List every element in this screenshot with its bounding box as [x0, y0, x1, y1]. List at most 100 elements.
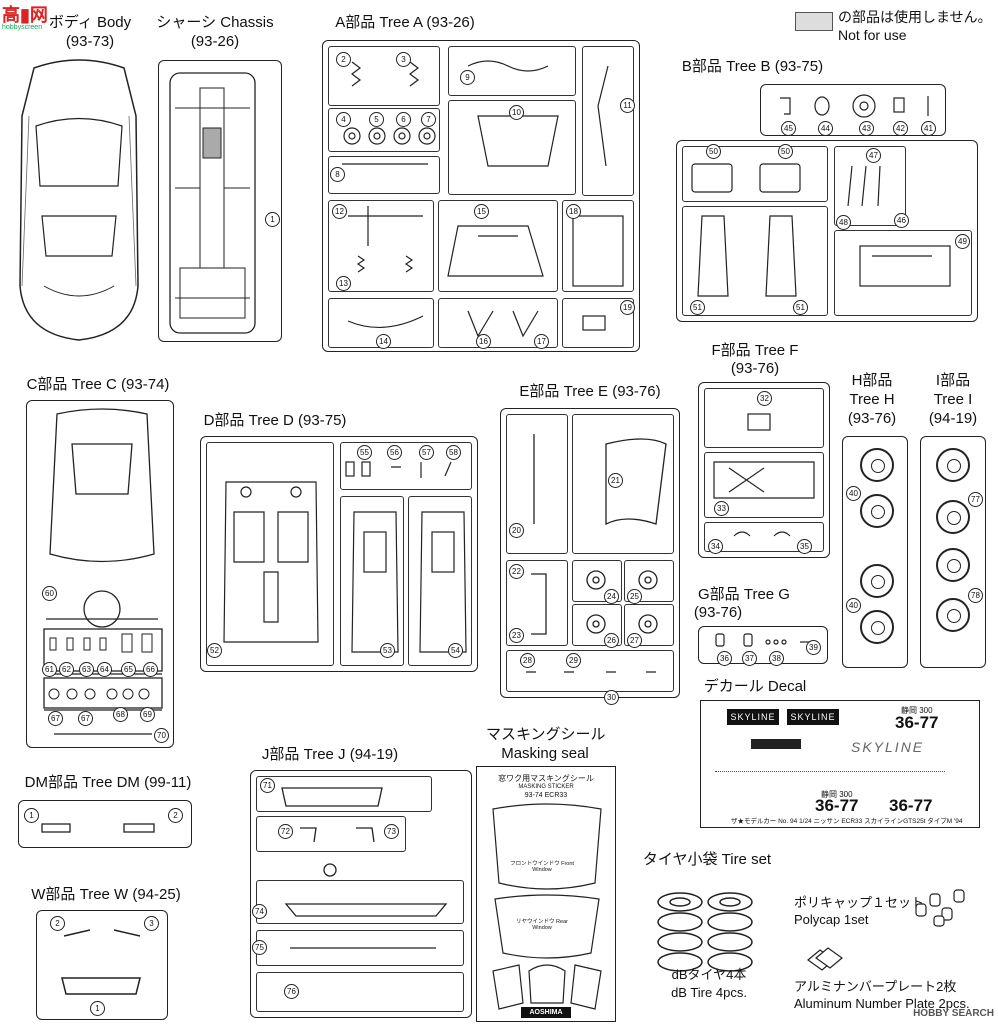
tree-b-part-50a: 50	[706, 144, 721, 159]
tree-f-code: (93-76)	[730, 360, 780, 377]
tree-f-part-32: 32	[757, 391, 772, 406]
tree-d-part-58: 58	[446, 445, 461, 460]
tree-a-frame	[322, 40, 640, 352]
tire-set-tire-jp: dBタイヤ4本	[671, 967, 747, 982]
tree-a-part-5: 5	[369, 112, 384, 127]
tree-a-part-16: 16	[476, 334, 491, 349]
tree-a-part-6: 6	[396, 112, 411, 127]
tree-i-wheel-3	[936, 548, 970, 582]
tree-b-part-43: 43	[859, 121, 874, 136]
decal-plate-bottom-2: 36-77	[889, 796, 933, 815]
tree-a-cell-19	[562, 298, 634, 348]
tree-c-part-68: 68	[113, 707, 128, 722]
tree-c-part-60: 60	[42, 586, 57, 601]
legend-swatch	[795, 12, 833, 31]
tire-set-tire-en: dB Tire 4pcs.	[671, 985, 747, 1000]
tree-e-cell-25	[624, 560, 674, 602]
tree-c-part-70: 70	[154, 728, 169, 743]
tree-j-part-74: 74	[252, 904, 267, 919]
decal-plate-bottom-small: 静岡 300	[821, 790, 853, 799]
tree-h-title: H部品	[851, 372, 893, 389]
tree-b-cell-50	[682, 146, 828, 202]
tree-f-part-35: 35	[797, 539, 812, 554]
tree-c-part-66: 66	[143, 662, 158, 677]
tree-e-cell-24	[572, 560, 622, 602]
tree-h-wheel-4	[860, 610, 894, 644]
masking-sheet: 窓ワク用マスキングシール MASKING STICKER 93-74 ECR33…	[476, 766, 616, 1022]
tree-i-wheel-1	[936, 448, 970, 482]
tire-set-polycaps	[915, 889, 965, 927]
decal-plate-top-small: 静岡 300	[901, 706, 933, 715]
tire-set-plate-en: Aluminum Number Plate 2pcs.	[794, 996, 970, 1011]
chassis-frame	[158, 60, 282, 342]
tree-e-part-28: 28	[520, 653, 535, 668]
tree-b-part-44: 44	[818, 121, 833, 136]
tree-dm-art	[41, 823, 155, 833]
tree-d-part-54: 54	[448, 643, 463, 658]
tree-e-part-30: 30	[604, 690, 619, 705]
masking-front: フロントウインドウ Front Window	[510, 861, 574, 873]
tree-j-cell-74	[256, 880, 464, 924]
tree-c-title: C部品 Tree C (93-74)	[26, 376, 170, 393]
tree-a-cell-rings	[328, 108, 440, 152]
tree-f-frame	[698, 382, 830, 558]
masking-sheet-title: 窓ワク用マスキングシール	[498, 774, 594, 783]
tree-c-part-65: 65	[121, 662, 136, 677]
tree-dm-title: DM部品 Tree DM (99-11)	[24, 774, 192, 791]
tree-f-art	[713, 413, 815, 537]
tree-h-wheel-3	[860, 564, 894, 598]
tire-set-title: タイヤ小袋 Tire set	[642, 851, 772, 868]
tree-a-part-10: 10	[509, 105, 524, 120]
tree-i-part-77: 77	[968, 492, 983, 507]
masking-shapes	[492, 803, 602, 1010]
tree-b-part-49: 49	[955, 234, 970, 249]
tree-b-part-45: 45	[781, 121, 796, 136]
decal-skyline-1: SKYLINE	[727, 709, 779, 725]
legend-en: Not for use	[838, 27, 907, 43]
tree-g-part-36: 36	[717, 651, 732, 666]
masking-sheet-sub: MASKING STICKER	[518, 784, 574, 790]
body-title: ボディ Body	[48, 14, 132, 31]
tree-d-cell-54	[408, 496, 472, 666]
tree-b-cell-51	[682, 206, 828, 316]
tree-e-cell-21	[572, 414, 674, 554]
body-code: (93-73)	[65, 33, 115, 50]
tree-a-cell-springs	[328, 46, 440, 106]
tree-d-art	[223, 461, 467, 653]
legend-jp: の部品は使用しません。	[838, 9, 992, 25]
tree-w-part-3: 3	[144, 916, 159, 931]
decal-black-bar	[751, 739, 801, 749]
tree-b-part-48: 48	[836, 215, 851, 230]
tree-e-part-22: 22	[509, 564, 524, 579]
tree-a-cell-11	[582, 46, 634, 196]
tree-c-part-63: 63	[79, 662, 94, 677]
tree-d-part-56: 56	[387, 445, 402, 460]
tree-d-part-52: 52	[207, 643, 222, 658]
tree-w-title: W部品 Tree W (94-25)	[31, 886, 181, 903]
tree-b-part-50b: 50	[778, 144, 793, 159]
tree-h-part-40b: 40	[846, 598, 861, 613]
tree-e-part-23: 23	[509, 628, 524, 643]
tree-a-title: A部品 Tree A (93-26)	[335, 14, 475, 31]
tree-e-part-25: 25	[627, 589, 642, 604]
tree-a-part-12: 12	[332, 204, 347, 219]
tree-a-part-13: 13	[336, 276, 351, 291]
tree-g-part-39: 39	[806, 640, 821, 655]
decal-plate-bottom: 36-77	[815, 796, 859, 815]
tree-e-part-24: 24	[604, 589, 619, 604]
tree-a-part-4: 4	[336, 112, 351, 127]
tree-e-part-26: 26	[604, 633, 619, 648]
tree-w-part-2: 2	[50, 916, 65, 931]
tree-j-part-73: 73	[384, 824, 399, 839]
tree-b-top-art	[780, 94, 929, 118]
tree-e-title: E部品 Tree E (93-76)	[519, 383, 661, 400]
masking-rear: リヤウインドウ Rear Window	[516, 919, 568, 931]
tree-d-part-53: 53	[380, 643, 395, 658]
tree-e-cell-28	[506, 650, 674, 692]
decal-footer: ザ★モデルカー No. 94 1/24 ニッサン ECR33 スカイラインGTS…	[731, 818, 963, 825]
tree-g-title: G部品 Tree G	[698, 586, 790, 603]
tree-a-part-15: 15	[474, 204, 489, 219]
tree-c-part-62: 62	[59, 662, 74, 677]
tree-f-cell-33	[704, 452, 824, 518]
tree-a-part-7: 7	[421, 112, 436, 127]
